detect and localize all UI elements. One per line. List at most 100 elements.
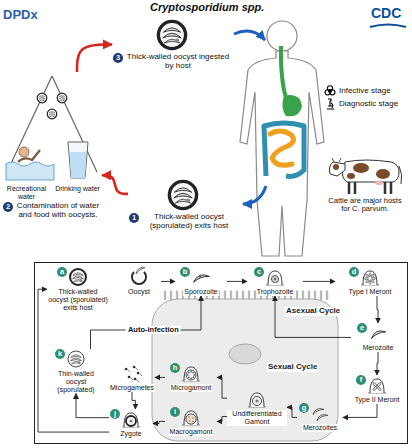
cycle-arrow [217, 377, 227, 398]
drawing-part [312, 407, 324, 415]
stage-label: Microgametes [109, 384, 155, 392]
drawing-part [70, 152, 87, 178]
drawing-part [372, 386, 377, 391]
callout-number: b [180, 267, 190, 277]
parasite-stage: Type I Meront [335, 267, 405, 296]
drawing-part [325, 89, 330, 94]
meront2-drawing [368, 379, 386, 393]
drawing-part [130, 420, 133, 423]
stage-label: Undifferentiated Gamont [227, 410, 287, 426]
drawing-part [365, 274, 369, 278]
legend: Infective stageDiagnostic stage [324, 84, 398, 110]
drawing-part [18, 150, 40, 162]
legend-text: Infective stage [339, 86, 391, 95]
drawing-part [158, 21, 185, 48]
drawing-part [163, 33, 181, 38]
callout-number: g [299, 403, 309, 413]
drawing-part [57, 93, 67, 103]
drawing-part [370, 328, 386, 338]
callout-number: 3 [113, 53, 123, 63]
callout-number: d [349, 267, 359, 277]
drawing-part [71, 355, 81, 358]
drawing-part [78, 361, 80, 363]
logo-text: DPDx [3, 8, 38, 22]
microgamont-drawing [182, 367, 200, 381]
stage-label: Cattle are major hosts for C. parvum. [322, 197, 408, 214]
drawing-part [71, 358, 82, 361]
drawing-part [73, 276, 84, 279]
oocystS-drawing [70, 269, 86, 285]
cycle-arrow [217, 416, 227, 421]
drawing-part [188, 372, 190, 374]
drawing-part [59, 100, 64, 101]
callout-number: f [356, 375, 366, 385]
drawing-part [175, 199, 190, 203]
edge-label: Auto-infection [126, 326, 181, 334]
drawing-part [255, 399, 258, 402]
drawing-part [268, 271, 282, 285]
parasite-stage: Undifferentiated Gamont [227, 389, 287, 426]
drawing-part [49, 113, 55, 115]
drawing-part [53, 115, 54, 116]
scene-icon [2, 72, 102, 184]
callout-number: c [254, 267, 264, 277]
oocystBig-icon [155, 18, 189, 52]
callout-number: 1 [129, 213, 139, 223]
ingestion-stage: Thick-walled oocyst ingested by host [112, 18, 232, 71]
drawing-part [186, 370, 196, 380]
drawing-part [371, 279, 375, 283]
cycle-arrow [275, 296, 351, 338]
drawing-part [138, 373, 142, 376]
drawing-part [63, 99, 64, 100]
drawing-part [190, 377, 192, 379]
cow-drawing [329, 158, 401, 194]
label-row: Recreational waterDrinking water [2, 184, 102, 201]
stage-label: Thick-walled oocyst ingested by host [112, 53, 232, 71]
stage-label: Macrogamont [169, 428, 214, 436]
drawing-part [175, 38, 179, 42]
drawing-part [19, 147, 29, 157]
macrogamont-icon [181, 407, 201, 427]
drawing-part [349, 182, 391, 194]
biohazard-icon [324, 85, 336, 97]
drawing-part [199, 275, 201, 277]
drawing-part [343, 160, 400, 182]
drawing-part [163, 28, 180, 32]
callout-number: h [170, 363, 180, 373]
contamination-scene: Recreational waterDrinking waterContamin… [2, 72, 102, 220]
drawing-part [68, 142, 88, 178]
callout-number: 2 [3, 202, 13, 212]
zygote-icon [121, 409, 141, 429]
drawing-part [377, 386, 382, 391]
oocystS-icon [68, 267, 88, 287]
parasite-stage: Oocyst [117, 267, 161, 296]
merozoite-drawing [370, 328, 386, 338]
stage-label: Merozoites [302, 424, 338, 432]
cycle-arrow [132, 392, 135, 409]
exit-stage: Thick-walled oocyst (sporulated) exits h… [128, 178, 238, 231]
stage-label: Trophozoite [256, 288, 295, 296]
drawing-part [250, 393, 264, 407]
drawing-part [327, 99, 334, 109]
drawing-part [329, 162, 345, 176]
drawing-part [370, 379, 384, 393]
drawing-part [184, 367, 198, 381]
drawing-part [39, 100, 44, 101]
drawing-part [39, 97, 45, 99]
drawing-part [347, 173, 355, 179]
stage-label: Thick-walled oocyst (sporulated) exits h… [47, 288, 109, 311]
excyst-icon [129, 267, 149, 287]
oocystBig-drawing [169, 181, 196, 208]
meront1-drawing [361, 271, 379, 285]
cycle-label: Sexual Cycle [267, 363, 318, 372]
drawing-part [188, 416, 189, 417]
human-figure [240, 21, 324, 256]
transmission-arrow [102, 175, 128, 194]
cattle-host: Cattle are major hosts for C. parvum. [322, 150, 408, 214]
cycle-arrow [161, 281, 175, 282]
drawing-part [124, 413, 138, 427]
drawing-part [169, 181, 196, 208]
drawing-part [132, 272, 146, 284]
drawing-part [271, 275, 278, 282]
drawing-part [192, 372, 194, 374]
